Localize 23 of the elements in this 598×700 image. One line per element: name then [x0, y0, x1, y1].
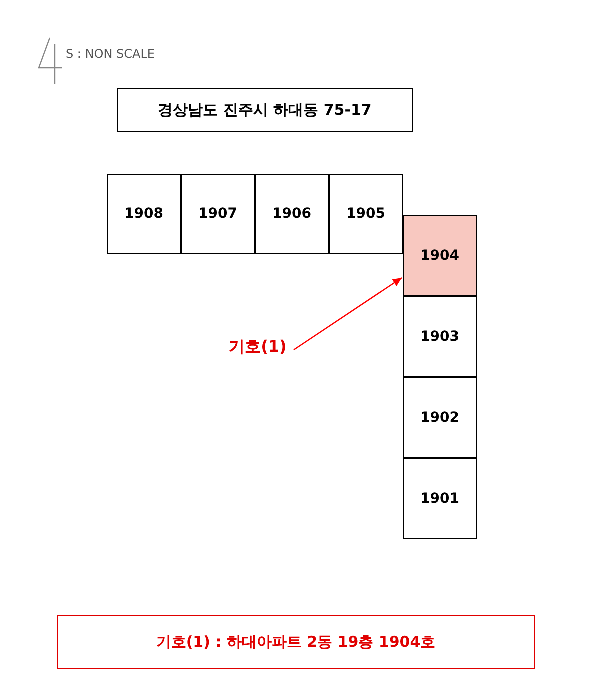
unit-number: 1904	[420, 248, 460, 264]
unit-number: 1901	[420, 490, 460, 506]
unit-box	[403, 296, 477, 377]
unit-box	[403, 377, 477, 458]
unit-box	[403, 458, 477, 539]
address-text: 경상남도 진주시 하대동 75-17	[158, 100, 372, 120]
address-box	[117, 88, 413, 132]
unit-number: 1906	[272, 206, 312, 222]
unit-number: 1905	[346, 206, 386, 222]
note-text: 기호(1) : 하대아파트 2동 19층 1904호	[156, 632, 436, 652]
unit-box	[329, 174, 403, 254]
unit-number: 1902	[420, 410, 460, 426]
scale-note: S : NON SCALE	[66, 47, 155, 61]
unit-box	[181, 174, 255, 254]
unit-box	[255, 174, 329, 254]
callout-text: 기호(1)	[222, 334, 294, 360]
unit-number: 1907	[198, 206, 238, 222]
unit-box	[107, 174, 181, 254]
note-box	[57, 615, 535, 669]
unit-number: 1908	[124, 206, 164, 222]
unit-number: 1903	[420, 328, 460, 344]
unit-box	[403, 215, 477, 296]
leader-arrow	[294, 277, 402, 351]
